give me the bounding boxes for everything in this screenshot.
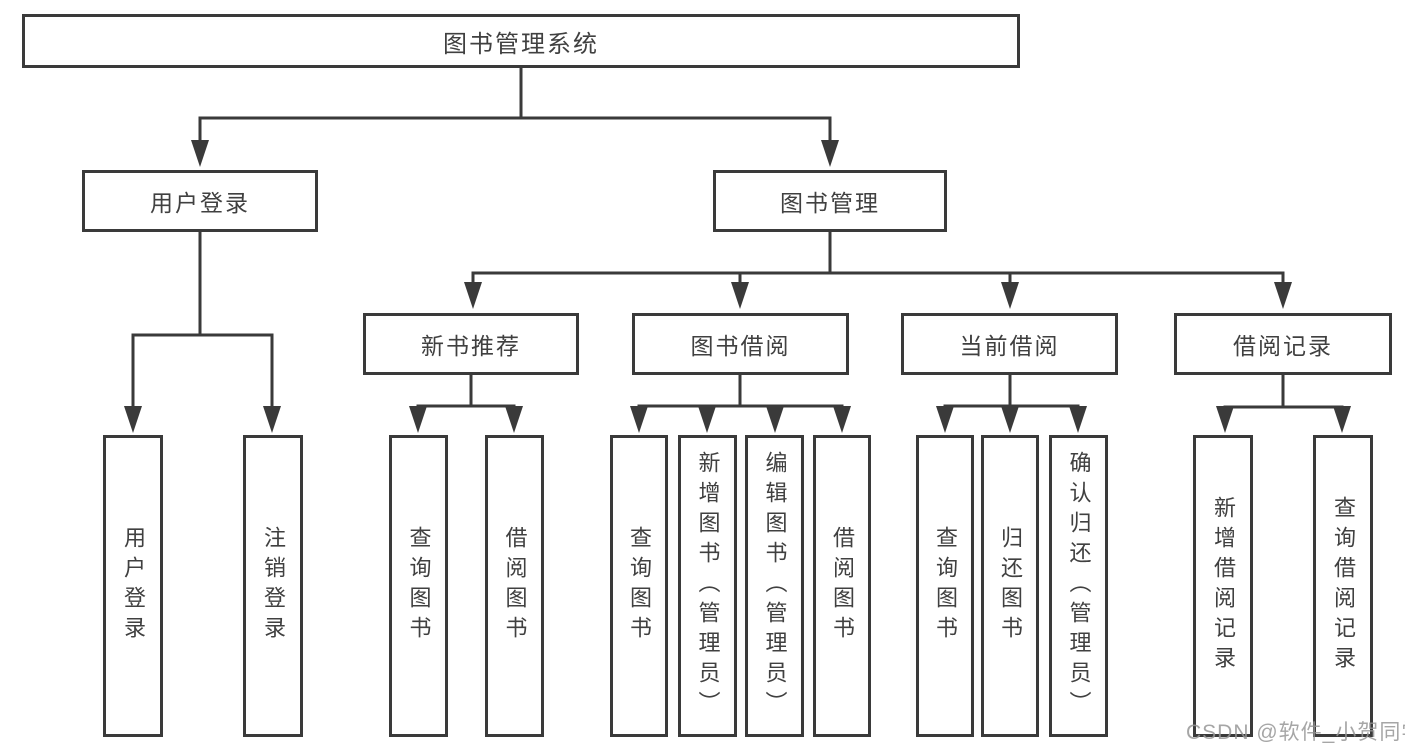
leaf-borrow-books-recommendation: 借阅图书: [485, 435, 544, 737]
leaf-query-books-borrowing: 查询图书: [610, 435, 668, 737]
node-current-borrowing: 当前借阅: [901, 313, 1118, 375]
leaf-add-borrowing-record: 新增借阅记录: [1193, 435, 1253, 737]
leaf-query-books-recommendation: 查询图书: [389, 435, 448, 737]
node-library-management-system: 图书管理系统: [22, 14, 1020, 68]
node-borrowing-records: 借阅记录: [1174, 313, 1392, 375]
leaf-borrow-books: 借阅图书: [813, 435, 871, 737]
leaf-add-books-admin: 新增图书（管理员）: [678, 435, 737, 737]
leaf-query-borrowing-record: 查询借阅记录: [1313, 435, 1373, 737]
leaf-confirm-return-admin: 确认归还（管理员）: [1049, 435, 1108, 737]
leaf-logout: 注销登录: [243, 435, 303, 737]
node-book-borrowing: 图书借阅: [632, 313, 849, 375]
leaf-user-login: 用户登录: [103, 435, 163, 737]
leaf-edit-books-admin: 编辑图书（管理员）: [745, 435, 804, 737]
node-book-management: 图书管理: [713, 170, 947, 232]
node-new-book-recommendation: 新书推荐: [363, 313, 579, 375]
leaf-query-books-current: 查询图书: [916, 435, 974, 737]
leaf-return-books: 归还图书: [981, 435, 1039, 737]
csdn-watermark: CSDN @软件_小贺同学: [1186, 721, 1405, 744]
node-user-login: 用户登录: [82, 170, 318, 232]
